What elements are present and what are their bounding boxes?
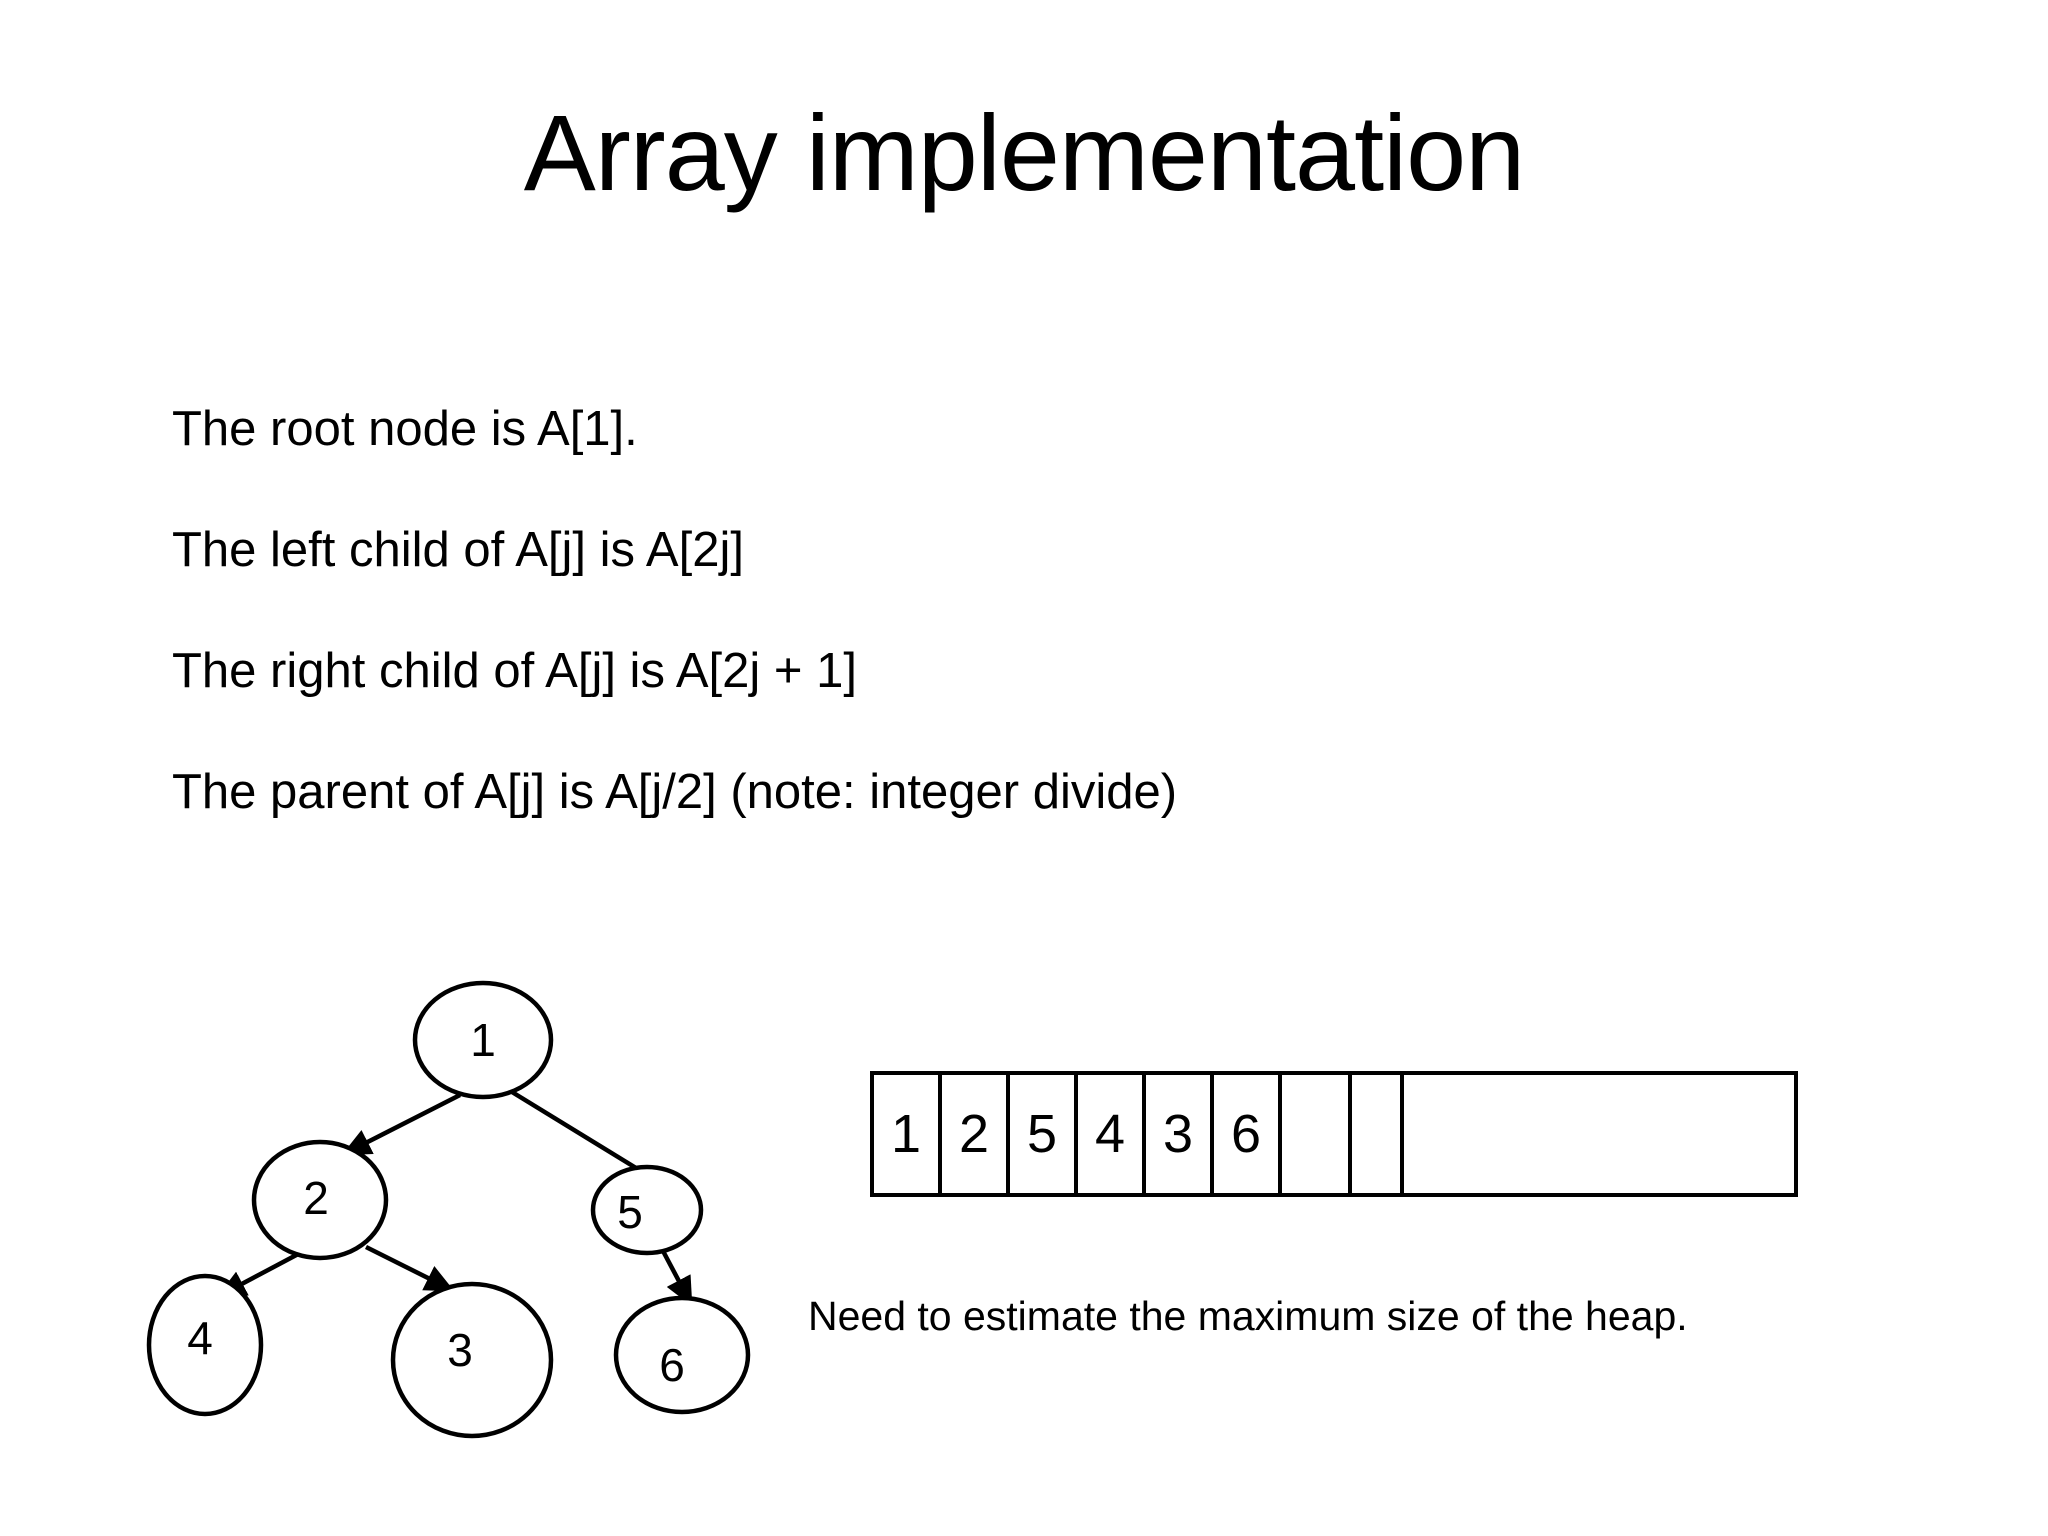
tree-edge-1-5 (510, 1090, 638, 1170)
tree-node-3[interactable]: 3 (390, 1281, 554, 1439)
tree-node-6[interactable]: 6 (613, 1295, 751, 1415)
array-diagram: 1 2 5 4 3 6 (870, 1071, 1798, 1197)
array-cell[interactable]: 2 (942, 1075, 1010, 1193)
tree-node-6-label: 6 (659, 1339, 685, 1391)
tree-node-5[interactable]: 5 (590, 1164, 704, 1256)
page-title: Array implementation (523, 92, 1525, 213)
body-line-right-child: The right child of A[j] is A[2j + 1] (172, 644, 857, 698)
body-line-parent: The parent of A[j] is A[j/2] (note: inte… (172, 765, 1178, 819)
tree-node-3-label: 3 (447, 1324, 473, 1376)
tree-edges (216, 1090, 693, 1307)
array-cell-empty[interactable] (1352, 1075, 1404, 1193)
tree-node-2[interactable]: 2 (251, 1139, 389, 1261)
tree-node-1[interactable]: 1 (412, 980, 554, 1100)
array-cell[interactable]: 1 (874, 1075, 942, 1193)
tree-edge-1-2 (341, 1092, 462, 1156)
array-cell-remainder[interactable] (1404, 1075, 1794, 1193)
tree-nodes: 1 2 5 4 3 (146, 980, 751, 1439)
array-cell[interactable]: 6 (1214, 1075, 1282, 1193)
tree-node-4[interactable]: 4 (146, 1273, 264, 1417)
tree-node-5-label: 5 (617, 1186, 643, 1238)
body-line-root: The root node is A[1]. (172, 402, 638, 456)
tree-node-1-label: 1 (470, 1014, 496, 1066)
body-line-left-child: The left child of A[j] is A[2j] (172, 523, 744, 577)
body-text-block: The root node is A[1]. The left child of… (172, 405, 1932, 889)
tree-edge-5-6 (661, 1249, 693, 1307)
array-cell[interactable]: 5 (1010, 1075, 1078, 1193)
array-caption: Need to estimate the maximum size of the… (808, 1293, 1688, 1339)
tree-node-2-label: 2 (303, 1172, 329, 1224)
tree-edge-2-3 (364, 1244, 455, 1292)
binary-tree-diagram: 1 2 5 4 3 (120, 955, 840, 1475)
array-cell-empty[interactable] (1282, 1075, 1352, 1193)
tree-node-4-label: 4 (187, 1312, 213, 1364)
array-cell[interactable]: 3 (1146, 1075, 1214, 1193)
array-cell[interactable]: 4 (1078, 1075, 1146, 1193)
